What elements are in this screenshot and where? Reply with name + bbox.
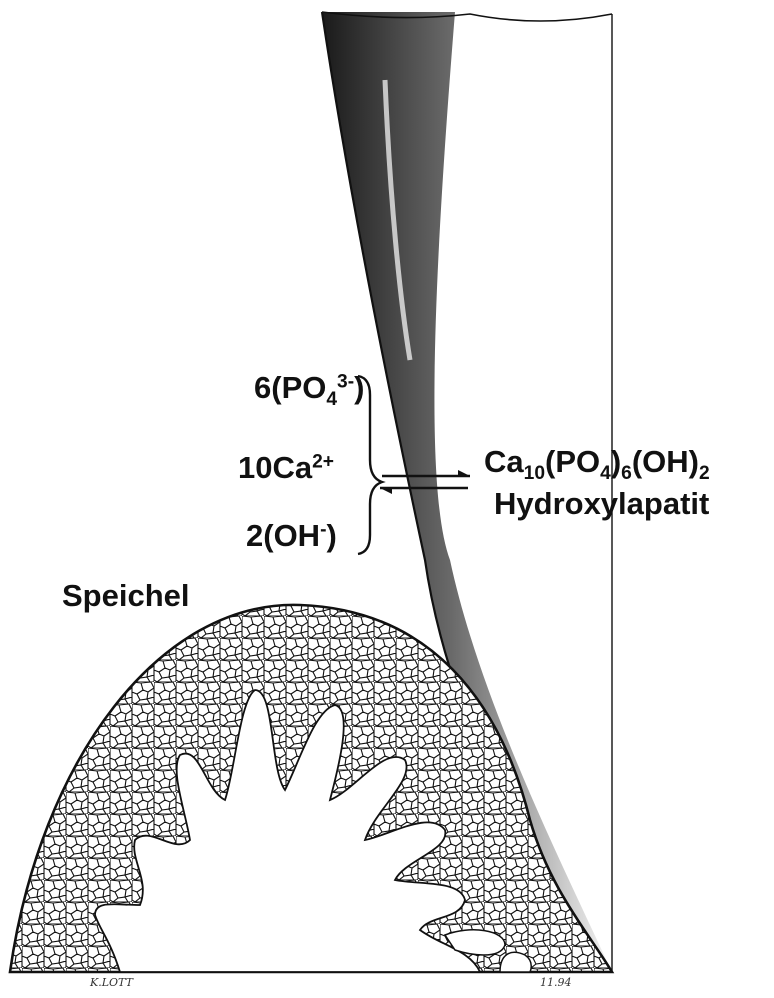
signature-date: 11.94	[540, 976, 572, 989]
phosphate-ion-label: 6(PO43-)	[254, 372, 364, 403]
salivary-gland	[10, 605, 612, 972]
hydroxylapatite-formula: Ca10(PO4)6(OH)2	[484, 446, 710, 477]
artist-signature: K.LOTT	[90, 976, 133, 989]
saliva-label: Speichel	[62, 580, 190, 611]
calcium-ion-label: 10Ca2+	[238, 452, 334, 483]
hydroxylapatite-name: Hydroxylapatit	[494, 488, 709, 519]
hydroxide-ion-label: 2(OH-)	[246, 520, 337, 551]
